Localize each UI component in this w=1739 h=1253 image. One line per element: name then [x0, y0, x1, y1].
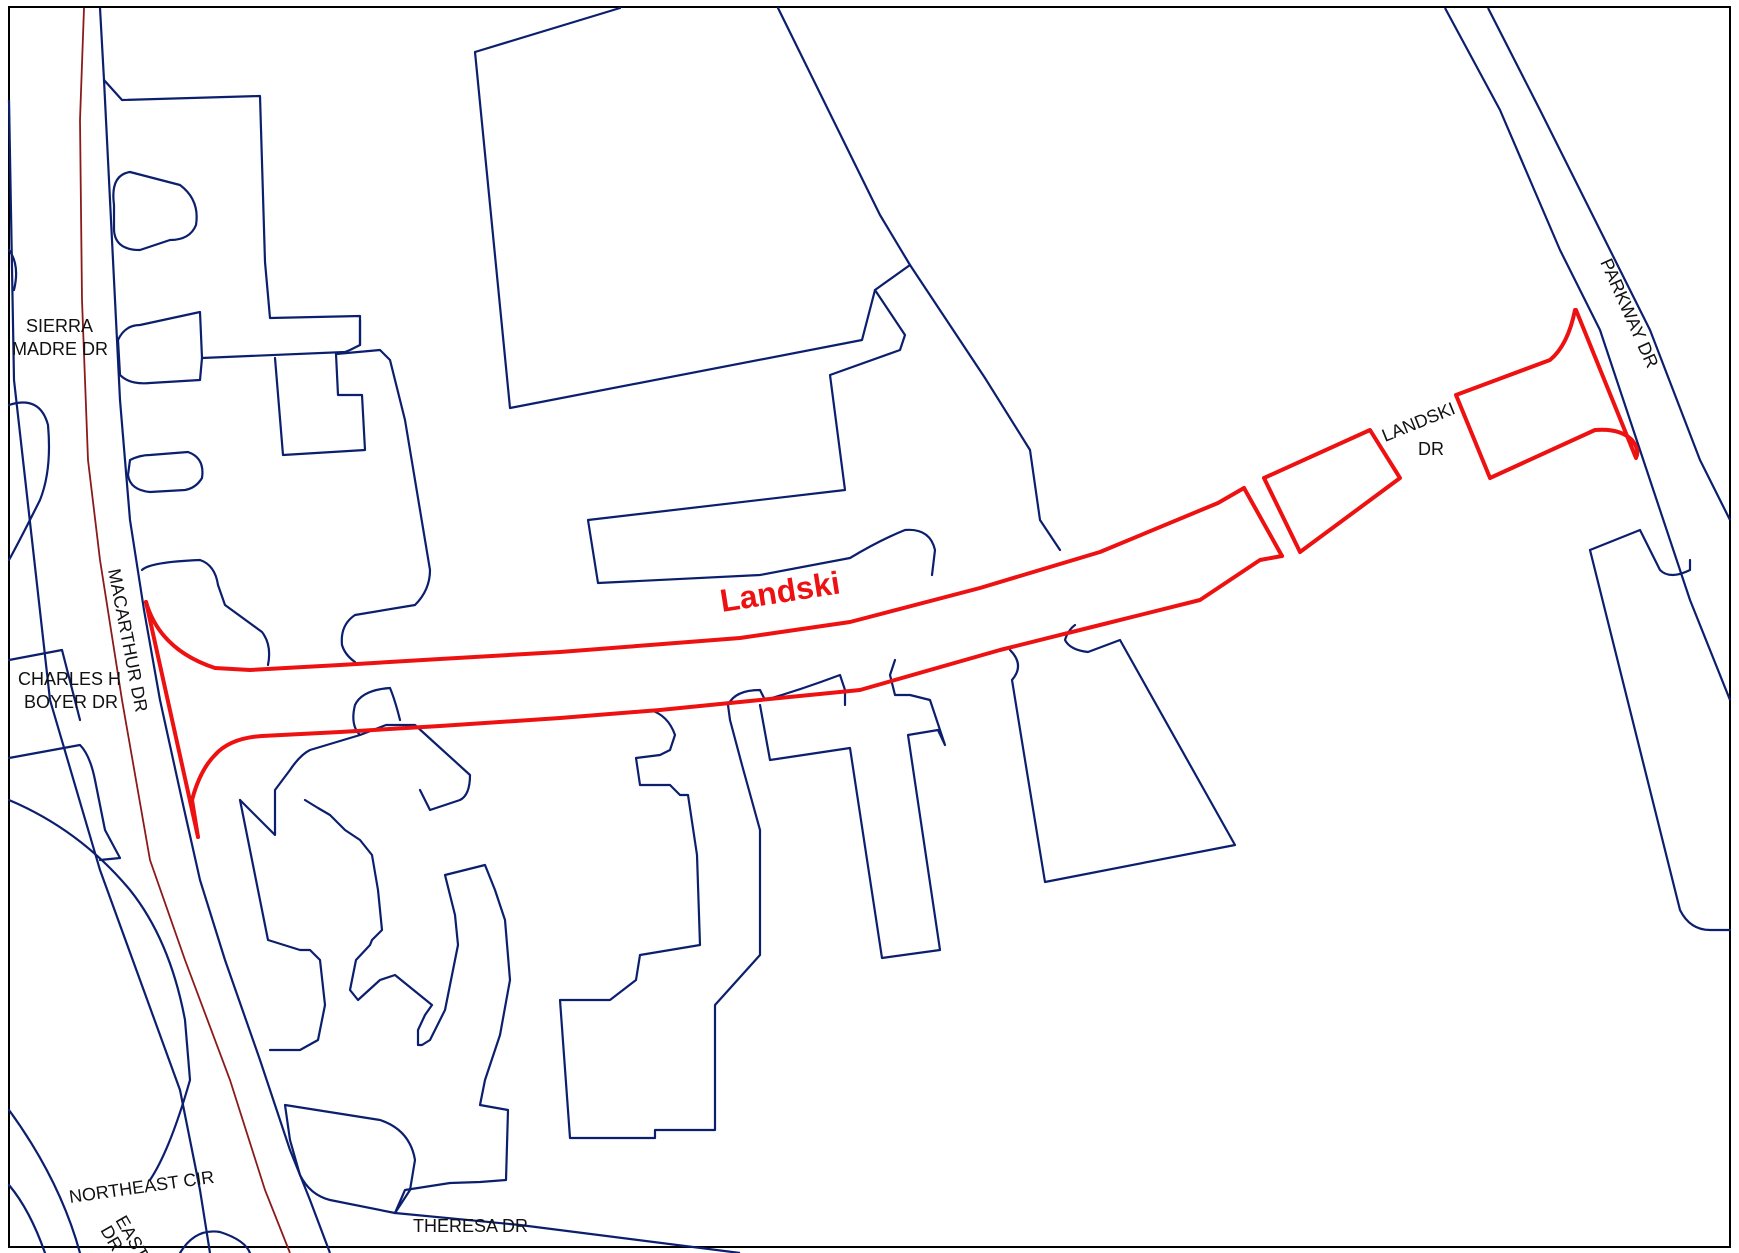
parkway-west-edge [1444, 7, 1732, 701]
landski-segment-2[interactable] [1242, 428, 1402, 558]
macarthur-east-edge [98, 7, 332, 1253]
parcel-north-c [116, 310, 362, 360]
parcel-south-d [283, 1103, 417, 1215]
parcel-ne-1 [1588, 528, 1692, 577]
parcel-north-b [112, 170, 198, 252]
parcel-west-7 [7, 1183, 47, 1253]
parcel-west-6 [7, 1108, 82, 1253]
parcel-south-h [758, 658, 947, 960]
parcel-big-north [473, 6, 912, 410]
parcel-south-a [238, 723, 472, 837]
street-label-charles-boyer-2: BOYER DR [24, 692, 118, 712]
parcel-ne-2 [1588, 548, 1732, 932]
parcel-south-b [238, 798, 327, 1052]
street-label-charles-boyer-1: CHARLES H [18, 669, 121, 689]
landski-feature-label: Landski [717, 564, 842, 618]
parcel-north-f [140, 558, 271, 667]
parcel-north-a [102, 78, 362, 347]
parcel-south-c [303, 798, 512, 1215]
parcel-bottom-round [178, 1230, 252, 1253]
map-border [8, 6, 1731, 1248]
parcel-north-e [126, 450, 204, 494]
landski-north-edge[interactable] [144, 486, 1246, 672]
street-label-sierra-madre-2: MADRE DR [12, 339, 108, 359]
street-label-northeast-cir: NORTHEAST CIR [68, 1167, 216, 1207]
landski-south-edge[interactable] [260, 554, 1284, 738]
parcel-mid-north [908, 263, 1062, 552]
street-label-sierra-madre-1: SIERRA [26, 316, 93, 336]
street-label-parkway: PARKWAY DR [1596, 255, 1662, 370]
parcel-west-4 [7, 743, 122, 862]
parcel-mid-north-2 [586, 288, 937, 585]
parcel-north-g [334, 348, 432, 664]
parcel-south-f [558, 703, 762, 1140]
street-label-theresa: THERESA DR [413, 1216, 528, 1236]
parcel-west-3 [7, 648, 82, 722]
parcel-west-5 [7, 798, 192, 1182]
parcel-south-i [1008, 623, 1237, 884]
macarthur-west-edge [7, 99, 212, 1253]
parcel-west-1 [7, 248, 18, 292]
landski-west-end[interactable] [144, 600, 264, 839]
landski-segment-3[interactable] [1454, 308, 1640, 480]
theresa-dr-edge [394, 1211, 741, 1253]
parkway-east-edge [1487, 7, 1731, 521]
parcel-north-c2 [116, 338, 204, 385]
macarthur-centerline [79, 7, 291, 1253]
parcel-north-d [273, 352, 367, 457]
street-label-landski-2: DR [1418, 439, 1444, 459]
parcel-west-2 [7, 401, 51, 562]
parcel-south-e [352, 686, 402, 737]
